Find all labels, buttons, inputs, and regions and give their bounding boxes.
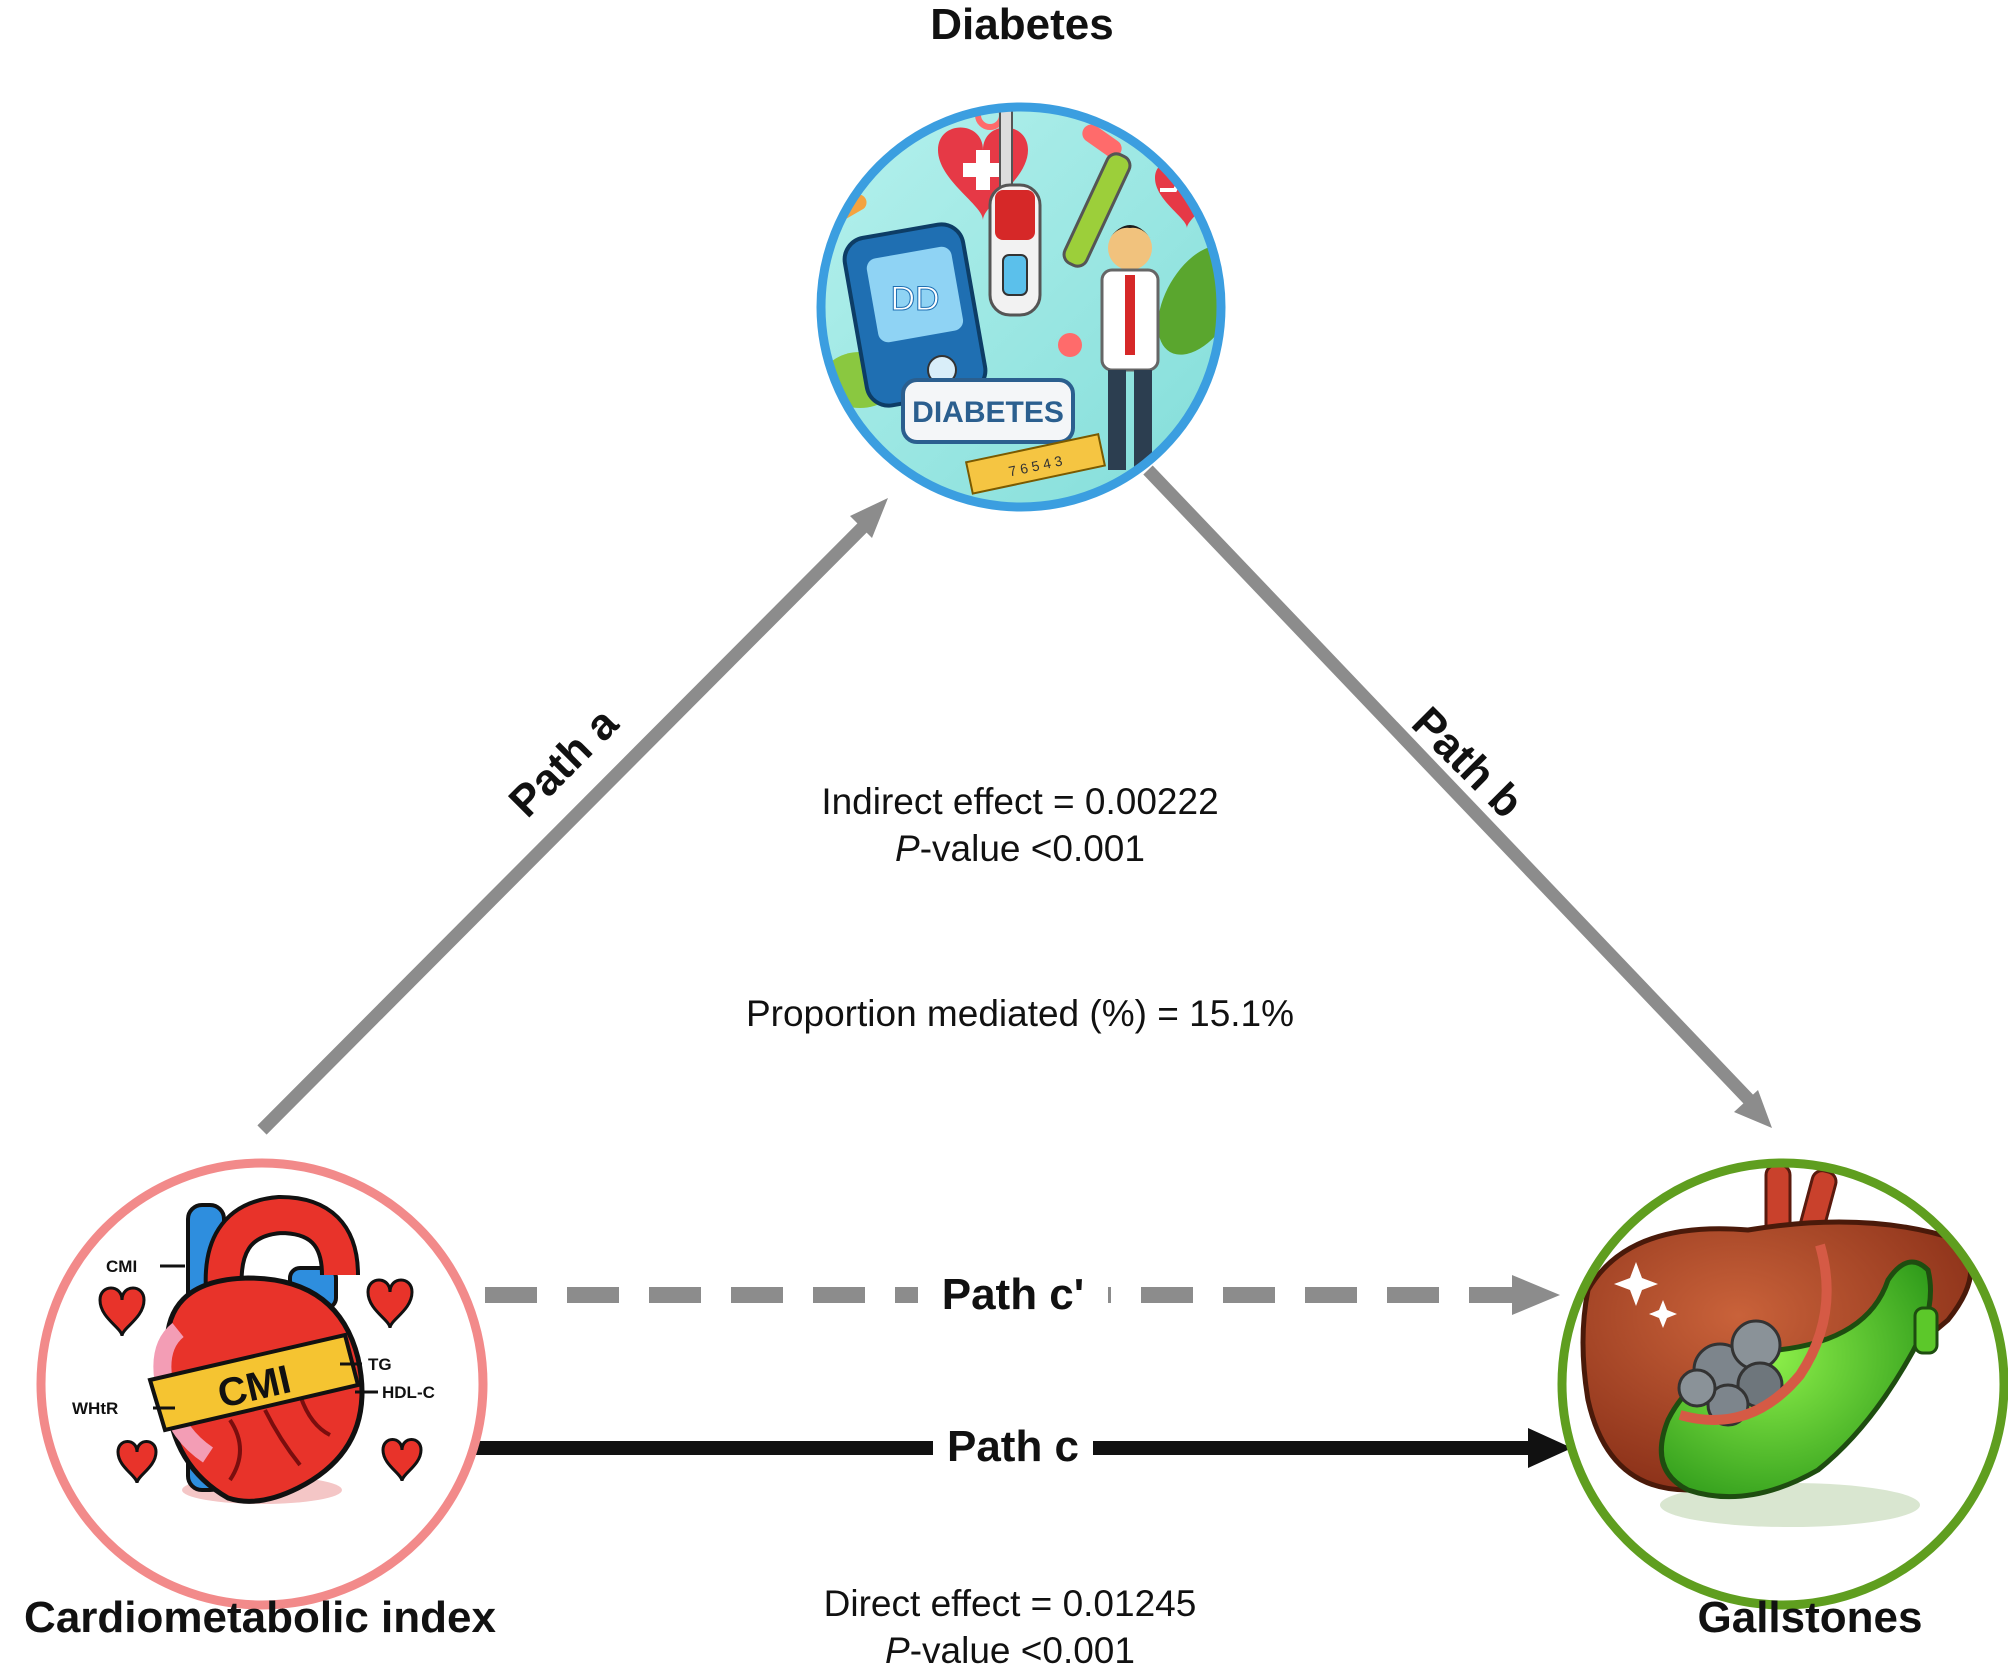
direct-p-value: P-value <0.001 <box>750 1627 1270 1674</box>
indirect-effect-text: Indirect effect = 0.00222 <box>821 781 1219 822</box>
path-a-arrow <box>257 498 888 1135</box>
glucometer-screen-text: DD <box>890 280 939 318</box>
callout-cmi: CMI <box>106 1257 137 1276</box>
diabetes-banner-text: DIABETES <box>912 396 1064 429</box>
indirect-p-value: P-value <0.001 <box>760 825 1280 872</box>
direct-effect-text: Direct effect = 0.01245 <box>823 1583 1197 1624</box>
callout-whtr: WHtR <box>72 1399 118 1418</box>
gallstones-illustration <box>1557 1158 2008 1610</box>
indirect-p-text: -value <0.001 <box>919 828 1145 869</box>
direct-p-letter: P <box>885 1630 910 1671</box>
proportion-mediated-text: Proportion mediated (%) = 15.1% <box>745 993 1295 1034</box>
diabetes-illustration: DIABETES DD 7 6 5 4 3 <box>816 102 1226 512</box>
diabetes-label: Diabetes <box>930 0 1114 49</box>
path-b-arrow <box>1143 465 1772 1128</box>
path-c-label: Path c <box>933 1422 1093 1472</box>
cmi-label: Cardiometabolic index <box>24 1593 496 1642</box>
callout-tg: TG <box>368 1355 392 1374</box>
indirect-effect-block: Indirect effect = 0.00222 P-value <0.001 <box>760 778 1280 872</box>
direct-effect-block: Direct effect = 0.01245 P-value <0.001 <box>750 1580 1270 1674</box>
cmi-illustration: CMI CMI WHtR TG HDL-C <box>36 1158 488 1610</box>
gallstones-label: Gallstones <box>1697 1593 1923 1642</box>
indirect-p-letter: P <box>895 828 920 869</box>
path-c-prime-label: Path c' <box>918 1270 1108 1320</box>
callout-hdl-c: HDL-C <box>382 1383 435 1402</box>
direct-p-text: -value <0.001 <box>909 1630 1135 1671</box>
